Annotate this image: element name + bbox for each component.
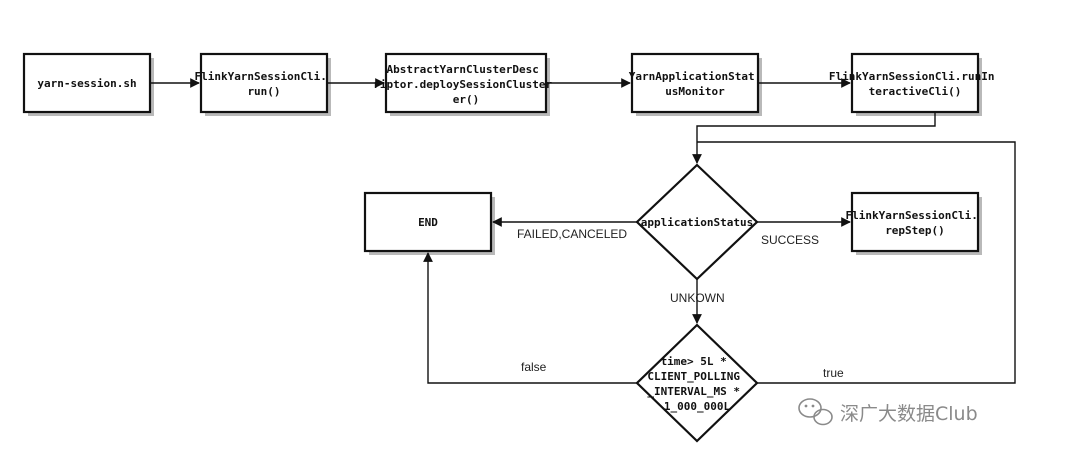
decision-timeout-check: time> 5L * CLIENT_POLLING _INTERVAL_MS *…	[635, 323, 759, 443]
wechat-icon	[798, 398, 833, 426]
edge-timeout-false-to-end	[423, 252, 637, 384]
node-end: END	[363, 191, 495, 255]
node-deploy-session-cluster: AbstractYarnClusterDesc riptor.deploySes…	[373, 52, 558, 116]
node-run-interactive-cli: FlinkYarnSessionCli.runIn teractiveCli()	[829, 52, 1001, 116]
node-status-monitor: YarnApplicationStat usMonitor	[629, 52, 762, 116]
edge-label-true: true	[823, 366, 844, 380]
edge-label-success: SUCCESS	[761, 233, 819, 247]
node-yarn-session-sh: yarn-session.sh	[22, 52, 154, 116]
node-status-monitor-label: YarnApplicationStat usMonitor	[629, 70, 761, 98]
node-rep-step: FlinkYarnSessionCli. repStep()	[845, 191, 984, 255]
node-run-interactive-cli-label: FlinkYarnSessionCli.runIn teractiveCli()	[829, 70, 1001, 98]
watermark-text: 深广大数据Club	[840, 403, 978, 425]
decision-timeout-check-label: time> 5L * CLIENT_POLLING _INTERVAL_MS *…	[647, 355, 746, 413]
watermark: 深广大数据Club	[798, 398, 978, 426]
node-deploy-session-cluster-label: AbstractYarnClusterDesc riptor.deploySes…	[373, 63, 558, 106]
node-session-cli-run-label: FlinkYarnSessionCli. run()	[194, 70, 333, 98]
decision-application-status-label: applicationStatus	[641, 216, 754, 229]
edge-label-unknown: UNKOWN	[670, 291, 725, 305]
node-session-cli-run: FlinkYarnSessionCli. run()	[194, 52, 333, 116]
decision-application-status: applicationStatus	[635, 163, 759, 281]
node-rep-step-label: FlinkYarnSessionCli. repStep()	[845, 209, 984, 237]
edge-interactive-to-status	[692, 112, 936, 164]
edge-label-false: false	[521, 360, 547, 374]
node-yarn-session-sh-label: yarn-session.sh	[37, 77, 136, 90]
node-end-label: END	[418, 216, 438, 229]
edge-timeout-true-loop	[697, 141, 1016, 384]
edge-label-failed-canceled: FAILED,CANCELED	[517, 227, 627, 241]
